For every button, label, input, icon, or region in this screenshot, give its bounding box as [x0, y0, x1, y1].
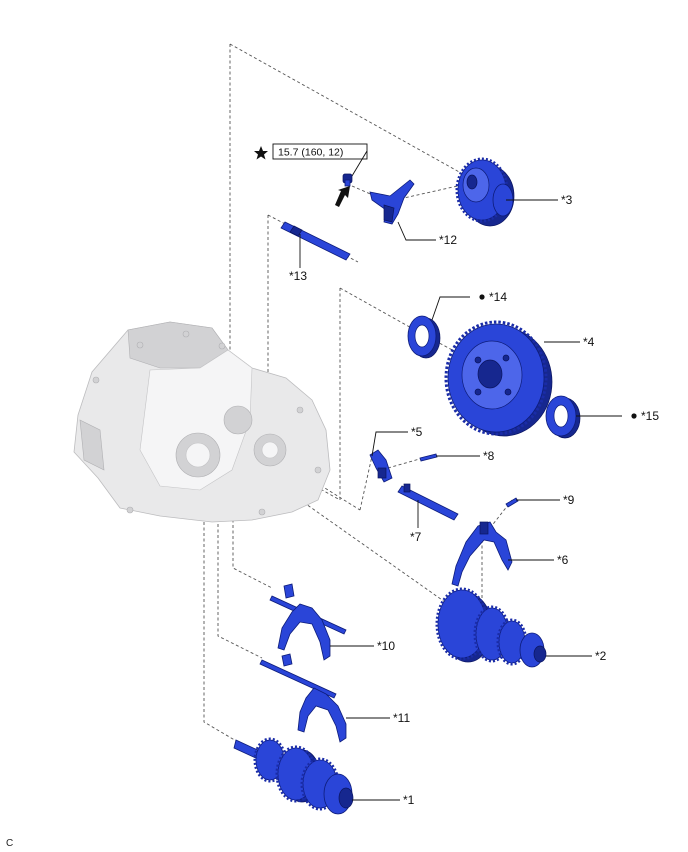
part-5-shift-head	[369, 449, 393, 483]
label-part-14: *14	[489, 290, 507, 304]
corner-mark: C	[6, 838, 13, 849]
label-part-2: *2	[595, 649, 607, 663]
label-part-7: *7	[410, 530, 422, 544]
label-part-15: *15	[641, 409, 659, 423]
label-part-13: *13	[289, 269, 307, 283]
part-4-ring-gear	[444, 320, 553, 437]
leader-12	[397, 221, 436, 241]
part-1-gear-shaft	[233, 737, 354, 815]
label-part-9: *9	[563, 493, 575, 507]
dot-icon	[631, 413, 637, 419]
guide-line-7	[231, 429, 373, 511]
guide-line-8	[387, 455, 431, 469]
part-13-shift-rod	[280, 221, 351, 261]
part-15-bearing	[545, 395, 581, 439]
part-8-pin	[419, 453, 438, 462]
guide-line-3	[229, 43, 471, 420]
torque-spec-text: 15.7 (160, 12)	[278, 147, 343, 159]
leader-5	[371, 431, 408, 457]
part-12-shift-fork	[369, 179, 415, 225]
star-icon	[254, 146, 268, 160]
label-part-5: *5	[411, 425, 423, 439]
torque-spec: 15.7 (160, 12)	[254, 143, 368, 207]
torque-leader	[351, 150, 368, 177]
fork-bolt	[342, 173, 353, 187]
part-11-shift-fork	[259, 653, 347, 743]
guide-line-1	[203, 478, 239, 743]
part-labels: *3 *12 *13 *14 *4 *15 *5 *8 *9 *7 *6 *10…	[289, 193, 659, 807]
arrow-icon	[335, 186, 350, 207]
label-part-4: *4	[583, 335, 595, 349]
transmission-case	[73, 321, 331, 523]
leader-14	[431, 296, 470, 321]
part-10-shift-fork	[269, 583, 347, 661]
label-part-6: *6	[557, 553, 569, 567]
label-part-10: *10	[377, 639, 395, 653]
label-part-3: *3	[561, 193, 573, 207]
label-part-1: *1	[403, 793, 415, 807]
label-part-8: *8	[483, 449, 495, 463]
label-part-11: *11	[393, 711, 410, 725]
part-7-shift-shaft	[397, 483, 459, 521]
part-6-shift-fork	[451, 521, 513, 587]
part-3-gear	[455, 157, 515, 227]
guide-line-12	[351, 184, 463, 201]
guide-line-11	[217, 480, 263, 659]
dot-icon	[479, 294, 485, 300]
guide-line-10	[232, 470, 273, 589]
part-14-bearing	[407, 315, 441, 359]
part-9-pin	[505, 497, 519, 508]
leader-lines	[299, 199, 622, 801]
part-2-gear-shaft	[435, 587, 547, 668]
label-part-12: *12	[439, 233, 457, 247]
